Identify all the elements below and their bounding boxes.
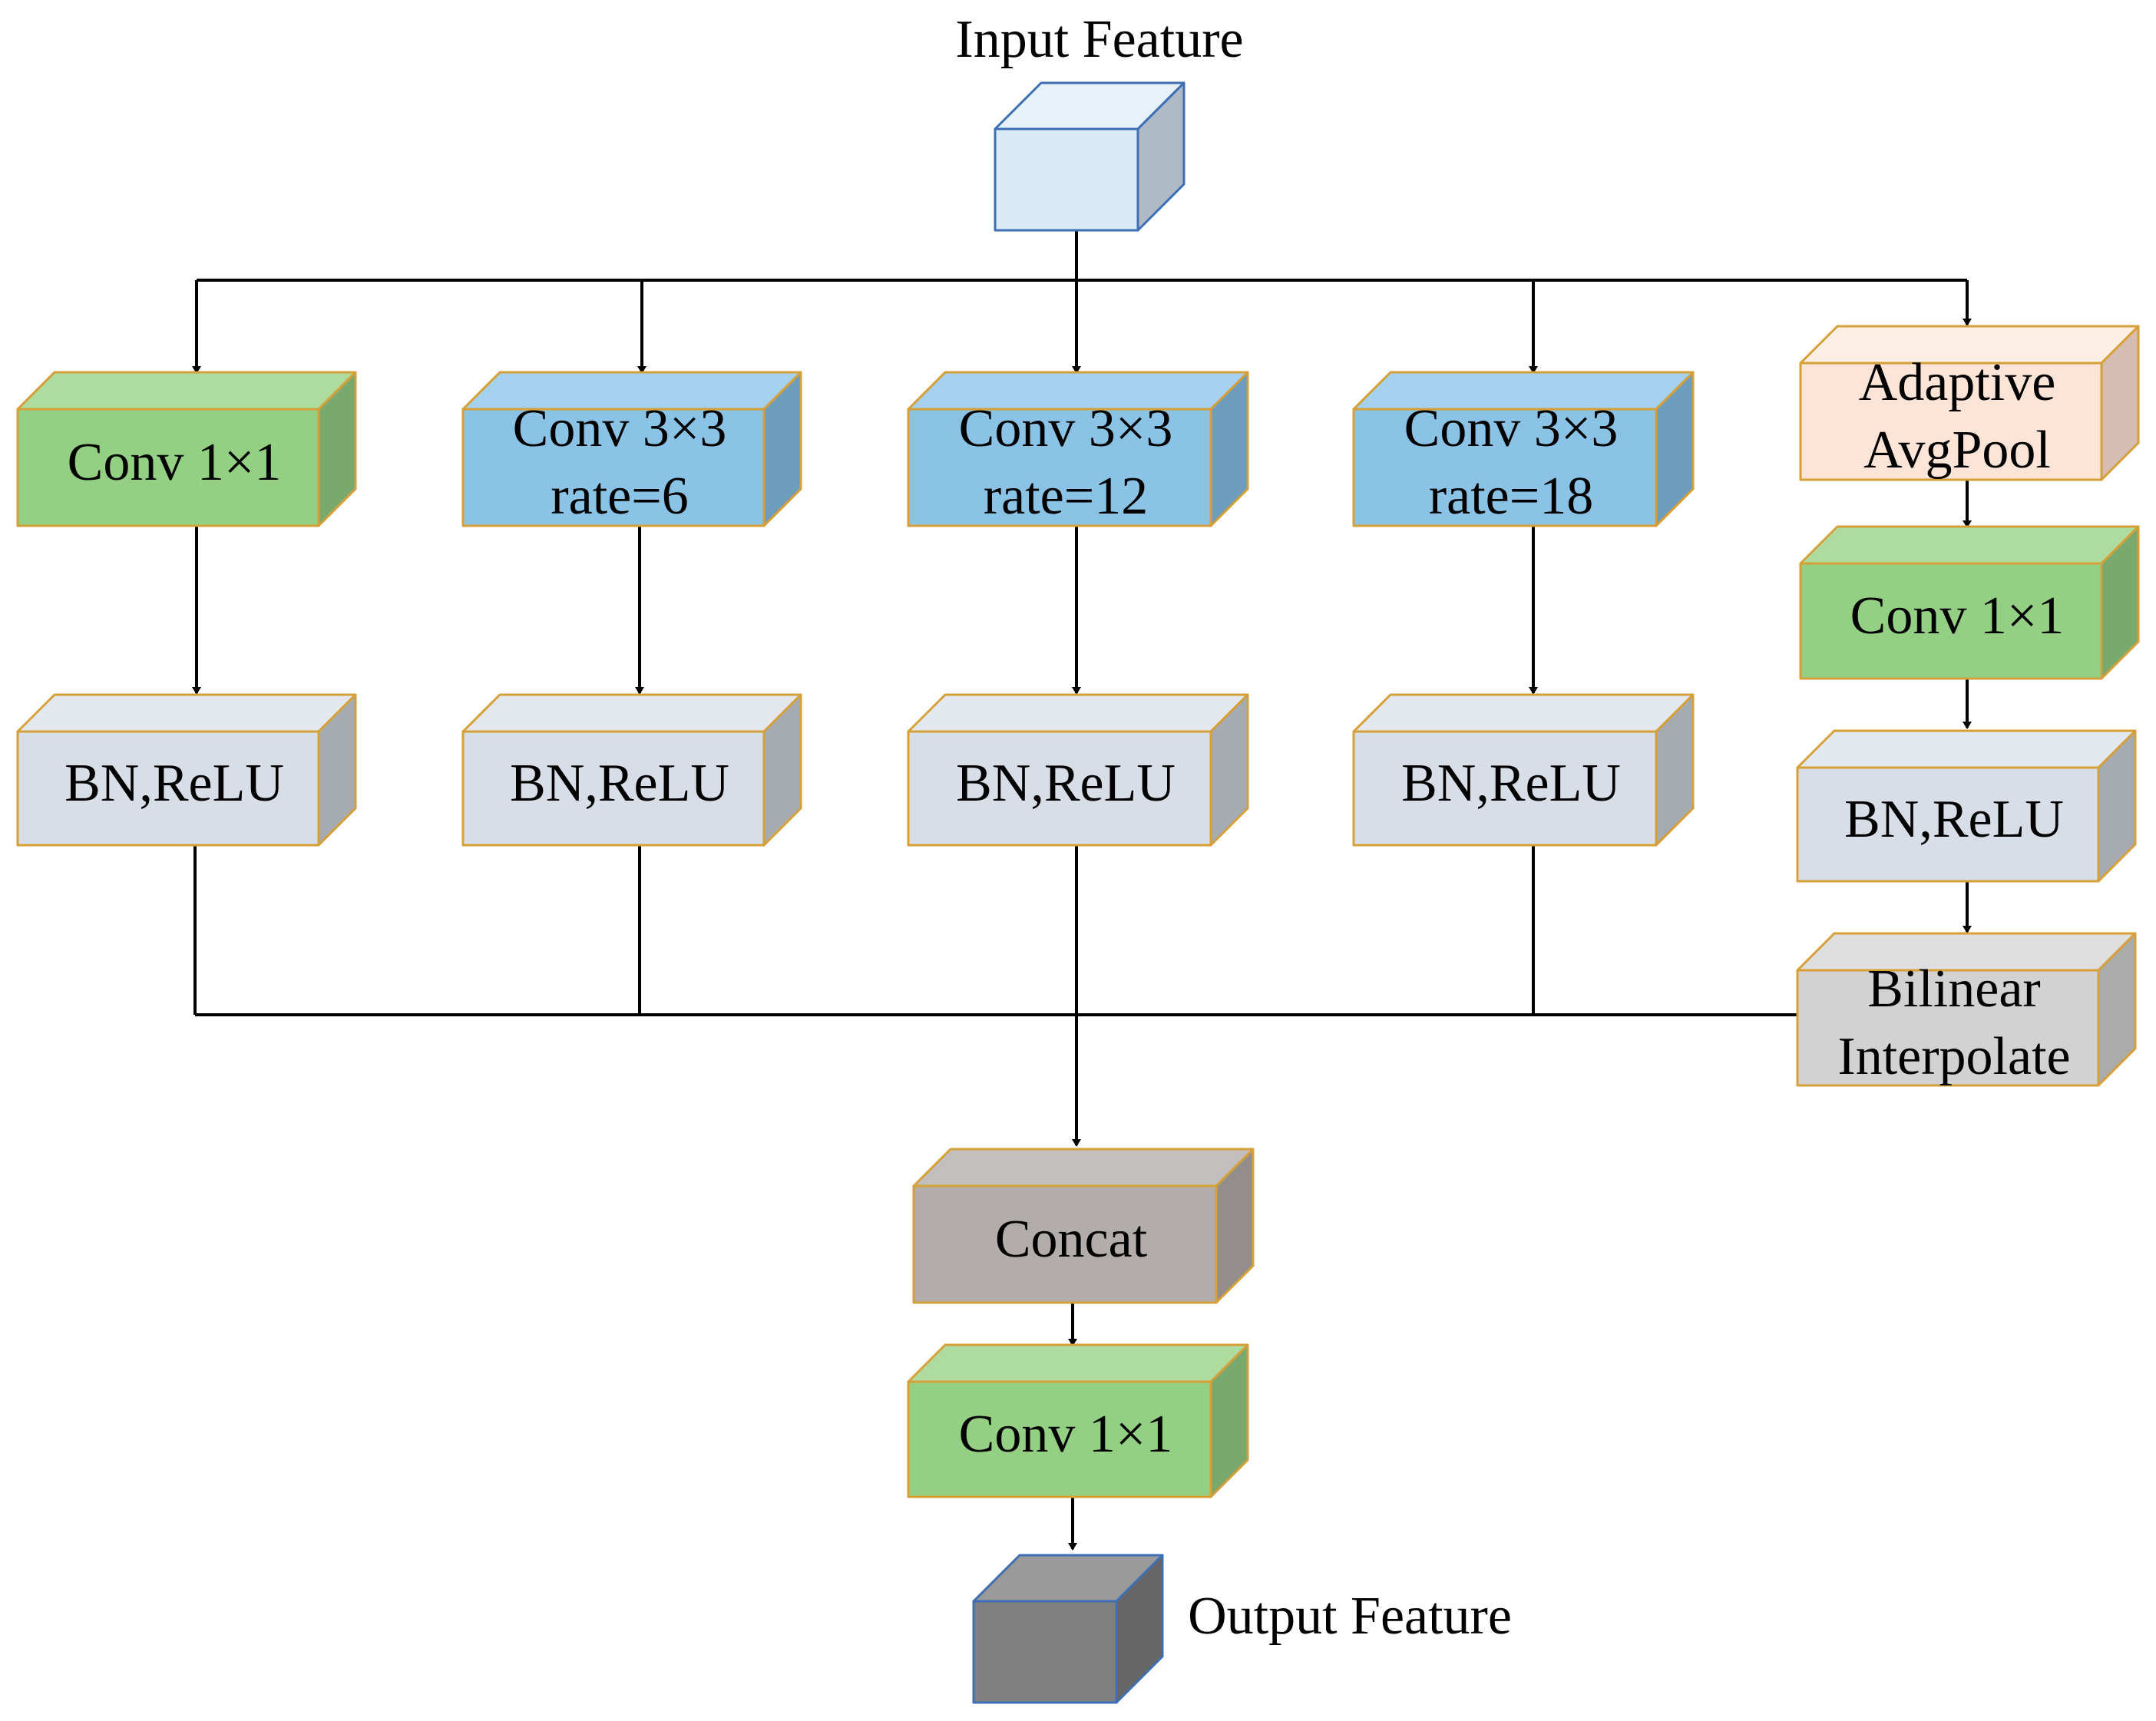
block-front-face xyxy=(1352,408,1658,527)
b3-conv-rate12-block: Conv 3×3 rate=12 xyxy=(907,371,1249,527)
block-label-line: Interpolate xyxy=(1837,1027,2070,1086)
block-top-face xyxy=(16,693,357,733)
b5-bn-relu-block: BN,ReLU xyxy=(1796,729,2137,883)
block-top-face xyxy=(907,1343,1249,1383)
block-label-line: BN,ReLU xyxy=(1844,790,2064,849)
block-top-face xyxy=(912,1148,1255,1188)
block-front-face xyxy=(907,1380,1212,1498)
block-top-face xyxy=(907,693,1249,733)
b2-bn-relu-block: BN,ReLU xyxy=(461,693,802,847)
block-label-line: BN,ReLU xyxy=(64,754,284,813)
b5-conv-block: Conv 1×1 xyxy=(1799,525,2140,680)
block-label-line: Conv 1×1 xyxy=(68,433,282,492)
block-front-face xyxy=(461,730,766,847)
block-top-face xyxy=(461,693,802,733)
block-label-line: rate=6 xyxy=(551,467,688,526)
block-label-line: Adaptive xyxy=(1859,353,2056,412)
block-label-line: BN,ReLU xyxy=(956,754,1176,813)
output-feature-label: Output Feature xyxy=(1188,1587,1512,1646)
block-label-line: Conv 3×3 xyxy=(1404,399,1619,458)
b2-conv-rate6-block: Conv 3×3 rate=6 xyxy=(461,371,802,527)
block-label-line: Conv 1×1 xyxy=(1850,586,2065,646)
block-front-face xyxy=(16,408,320,527)
block-front-face xyxy=(1352,730,1658,847)
block-front-face xyxy=(1799,362,2103,481)
block-front-face xyxy=(907,730,1212,847)
block-label-line: Conv 1×1 xyxy=(959,1405,1173,1464)
block-front-face xyxy=(1796,766,2100,883)
block-front-face xyxy=(994,127,1139,232)
input-feature-label: Input Feature xyxy=(955,10,1243,69)
b4-bn-relu-block: BN,ReLU xyxy=(1352,693,1695,847)
connector-lines xyxy=(192,230,1972,1551)
b1-bn-relu-block: BN,ReLU xyxy=(16,693,357,847)
block-front-face xyxy=(16,730,320,847)
block-label-line: BN,ReLU xyxy=(510,754,729,813)
block-label-line: Conv 3×3 xyxy=(513,399,727,458)
block-top-face xyxy=(1799,525,2140,565)
block-label-line: rate=12 xyxy=(984,467,1148,526)
block-label-line: rate=18 xyxy=(1429,467,1593,526)
input-feature-cube xyxy=(994,81,1185,232)
block-front-face xyxy=(461,408,766,527)
concat-block: Concat xyxy=(912,1148,1255,1304)
block-top-face xyxy=(1352,693,1695,733)
block-label-line: Bilinear xyxy=(1867,960,2040,1019)
block-label-line: Conv 3×3 xyxy=(959,399,1173,458)
b1-conv-block: Conv 1×1 xyxy=(16,371,357,527)
block-label-line: AvgPool xyxy=(1863,421,2051,480)
block-label-line: Concat xyxy=(995,1210,1148,1269)
block-front-face xyxy=(907,408,1212,527)
b3-bn-relu-block: BN,ReLU xyxy=(907,693,1249,847)
block-top-face xyxy=(1796,729,2137,769)
final-conv-block: Conv 1×1 xyxy=(907,1343,1249,1498)
b4-conv-rate18-block: Conv 3×3 rate=18 xyxy=(1352,371,1695,527)
block-front-face xyxy=(1799,562,2103,680)
block-label-line: BN,ReLU xyxy=(1401,754,1621,813)
block-front-face xyxy=(1796,969,2100,1087)
block-front-face xyxy=(912,1184,1218,1304)
output-feature-cube xyxy=(972,1554,1164,1704)
block-front-face xyxy=(972,1600,1118,1704)
block-top-face xyxy=(16,371,357,411)
